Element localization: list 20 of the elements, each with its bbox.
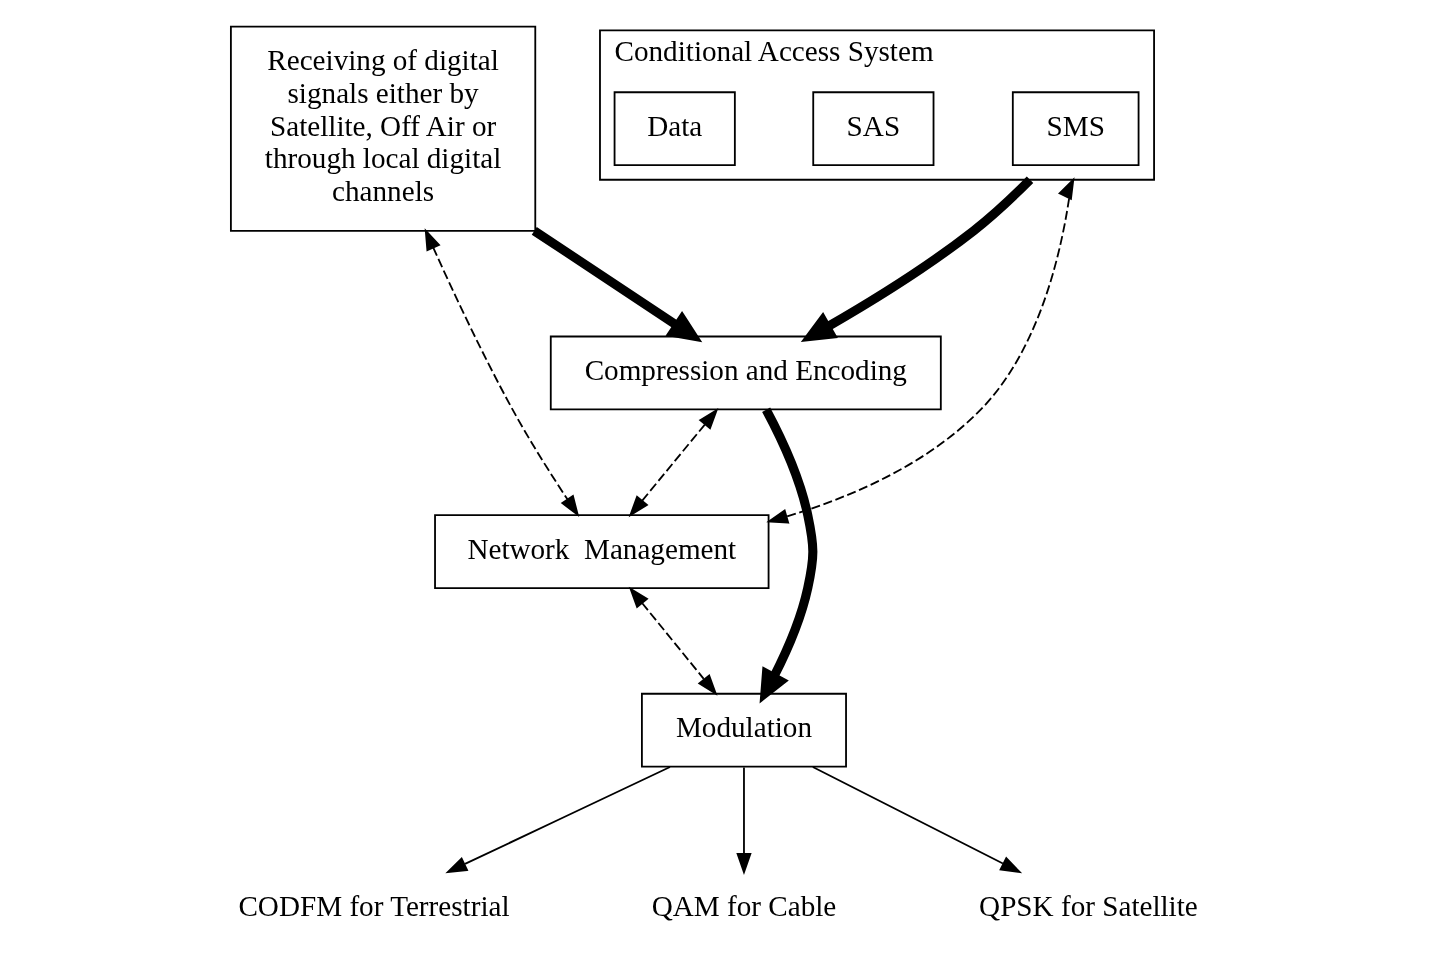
arrow — [628, 408, 719, 518]
node-box: Modulation — [641, 692, 847, 768]
arrow — [766, 177, 1075, 524]
arrow — [736, 766, 752, 875]
arrow — [424, 228, 580, 518]
arrow — [445, 766, 671, 874]
arrow — [759, 407, 818, 704]
node-text: QPSK for Satellite — [979, 889, 1198, 922]
arrow — [800, 176, 1034, 342]
node-box: Compression and Encoding — [549, 335, 942, 411]
node-box: SMS — [1011, 91, 1140, 167]
node-box: Receiving of digital signals either by Satellite, Off Air or through local digital channels — [230, 25, 537, 232]
arrow — [628, 586, 718, 696]
node-text: CODFM for Terrestrial — [238, 889, 510, 922]
node-text: QAM for Cable — [651, 889, 837, 922]
arrow — [811, 766, 1023, 874]
node-box: SAS — [812, 91, 935, 167]
node-box: Network Management — [434, 514, 770, 589]
arrow — [531, 227, 703, 343]
node-box: Data — [613, 91, 736, 167]
